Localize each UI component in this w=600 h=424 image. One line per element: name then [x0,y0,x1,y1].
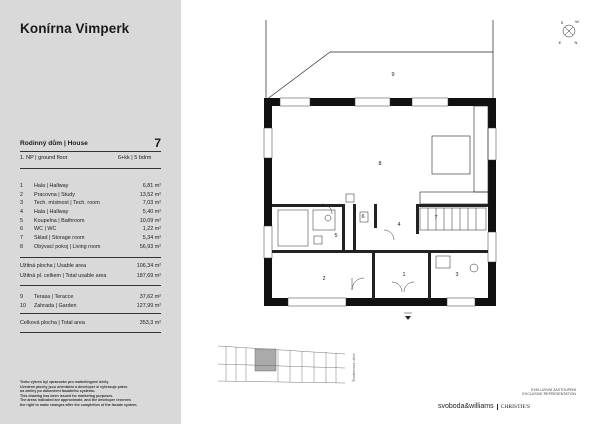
info-panel: Konírna Vimperk Rodinný dům | House 7 1.… [0,0,181,424]
house-number: 7 [154,136,161,150]
street-name: Šmaterova ulice [351,353,356,382]
room-label: 2 [322,276,325,282]
brand-name: svoboda&williams [438,403,494,410]
divider [20,168,161,169]
compass-s: S [561,20,564,25]
disclaimer: Tento výkres byl zpracován pro marketing… [20,380,138,407]
room-label: 6 [361,214,364,220]
terrace-outline [265,20,494,101]
kitchen [419,105,489,205]
windows [263,97,497,307]
room-label: 5 [334,233,337,239]
interior-walls [272,204,488,300]
floor-label: 1. NP | ground floor [20,155,68,161]
project-title: Konírna Vimperk [20,21,130,36]
room-label: 9 [391,72,394,78]
compass-w: W [575,19,579,24]
staircase [419,207,487,231]
compass: S W E N [559,19,579,45]
entrance-marker [404,312,412,320]
divider [20,257,161,258]
room-label: 1 [402,272,405,278]
divider [20,313,161,314]
room-label: 3 [455,272,458,278]
door-swings [321,203,415,293]
exterior-walls [264,98,496,306]
house-title: Rodinný dům | House [20,140,88,147]
partner-name: CHRISTIE'S [496,404,530,410]
compass-n: N [575,40,578,45]
layout-type: 6+kk | 5 bdrm [118,155,152,161]
tech-fixtures [435,255,479,273]
divider [20,332,161,333]
room-label: 8 [378,161,381,167]
divider [20,285,161,286]
room-label: 7 [434,215,437,221]
divider [20,151,161,152]
floor-plan: 2 1 3 4 5 6 7 8 9 Šmaterova ulice S W E … [217,19,579,384]
site-location-map [217,345,346,384]
room-label: 4 [397,222,400,228]
agency-note: EXKLUZIVNÍ ZASTOUPENÍ EXCLUSIVE REPRESEN… [522,388,576,397]
bathroom-fixtures [277,193,369,247]
compass-e: E [559,40,562,45]
